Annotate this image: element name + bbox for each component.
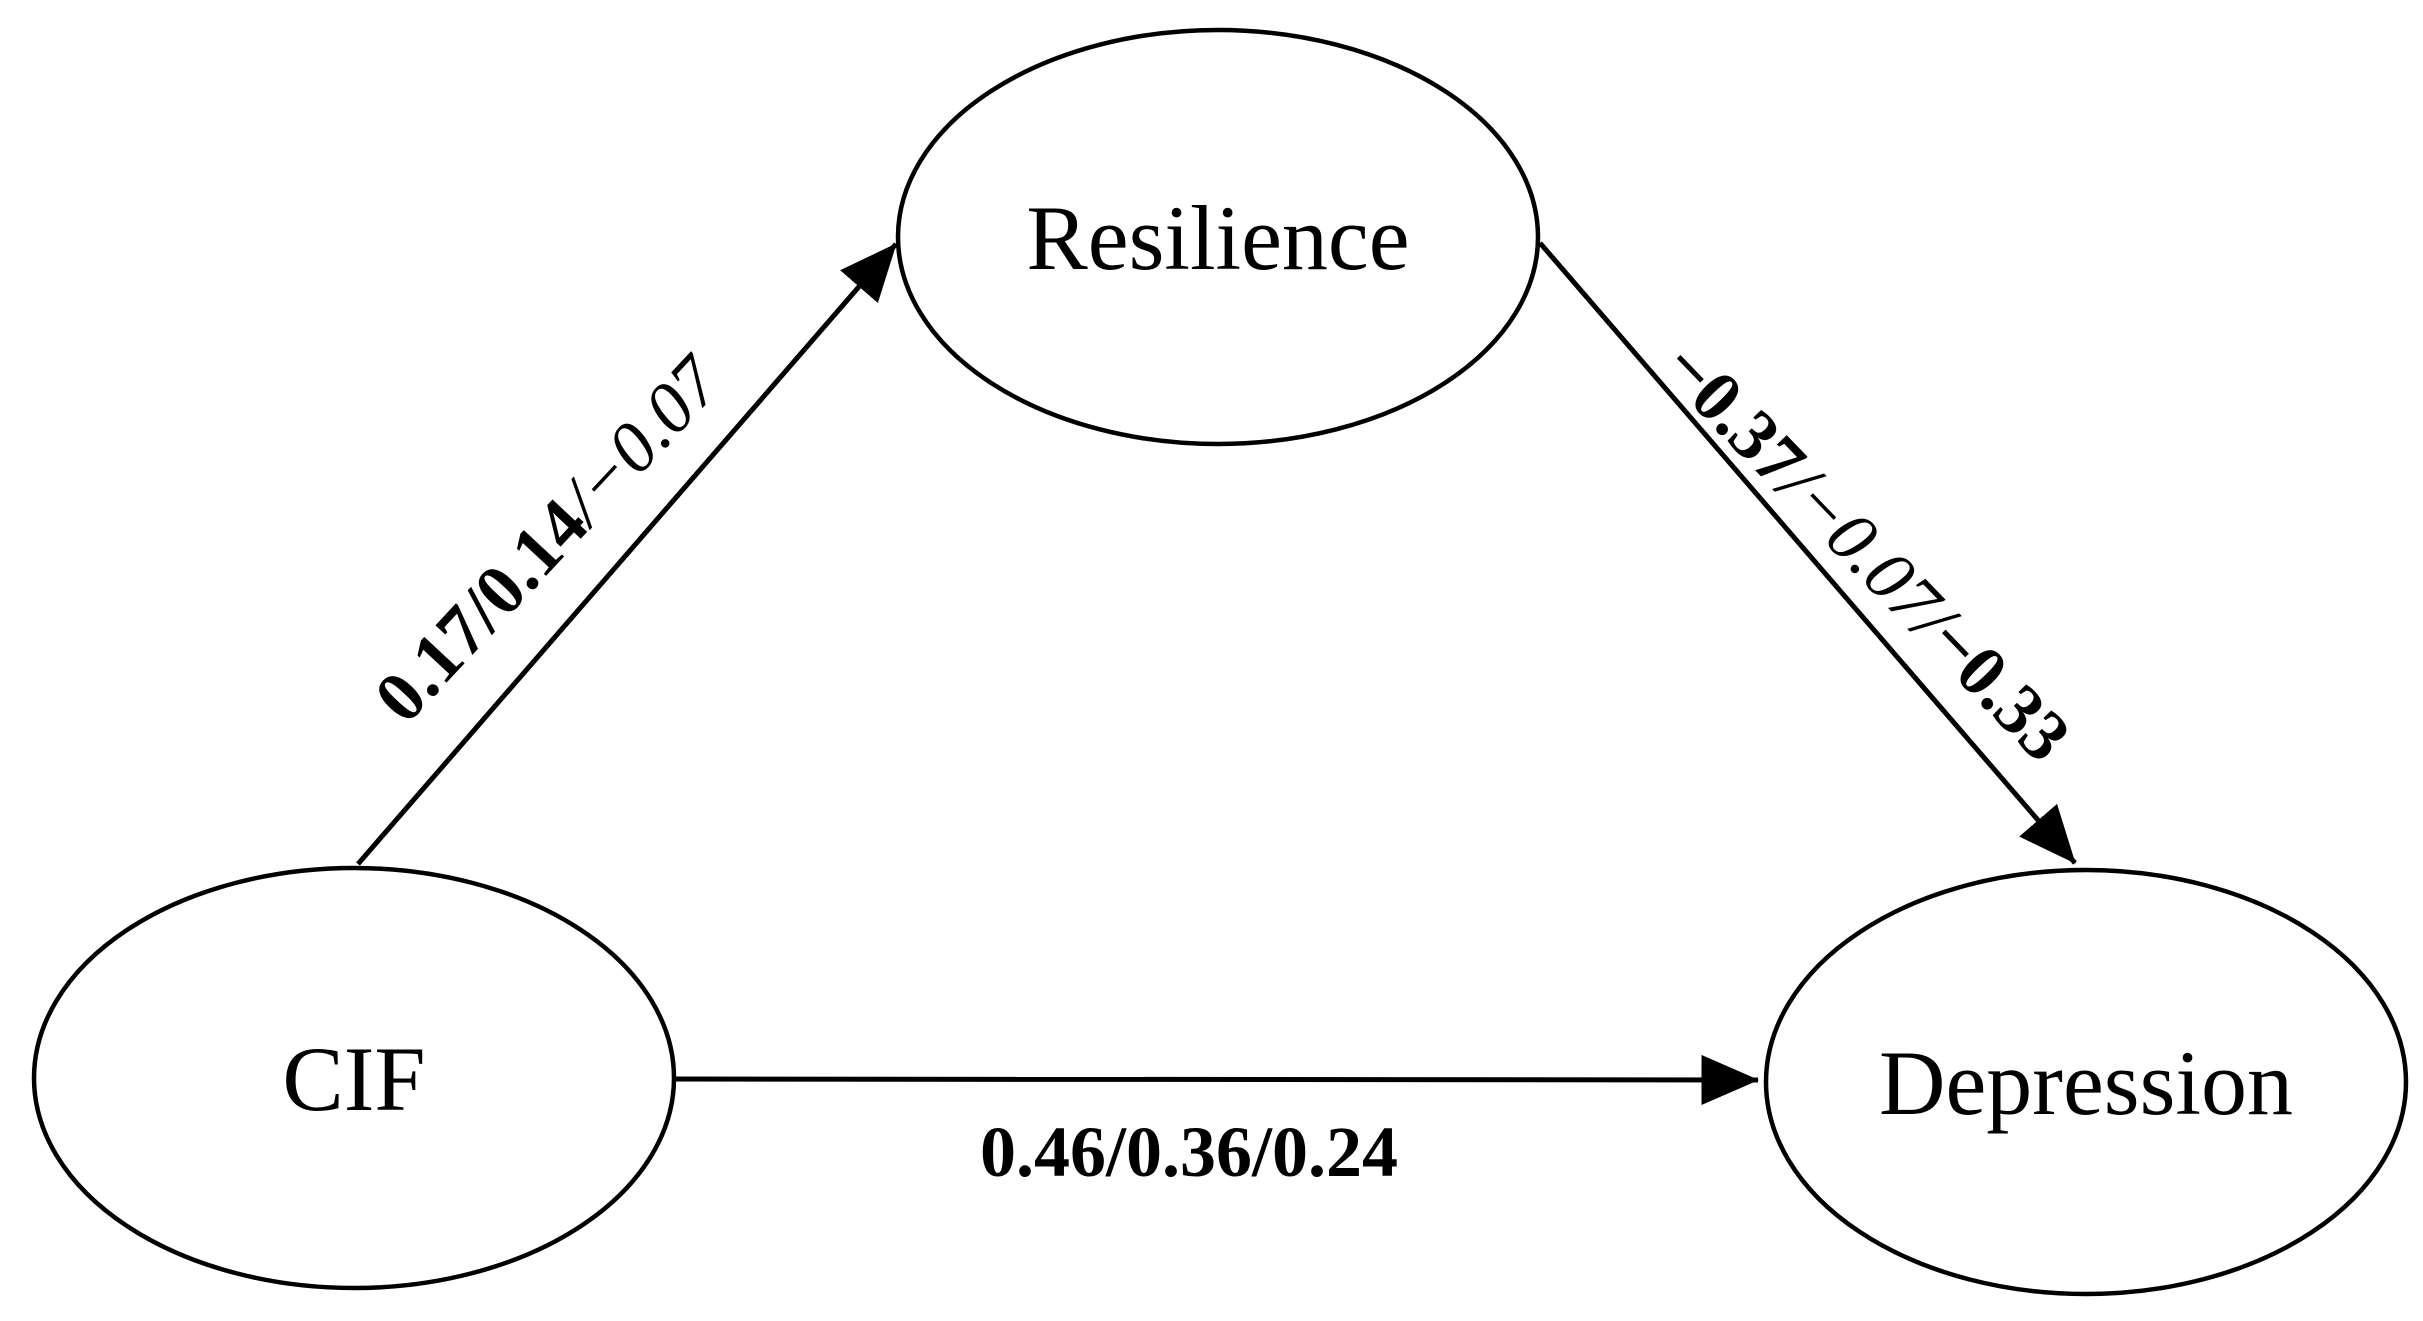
edge-label-cif-to-depression: 0.46/0.36/0.24 [980,1112,1398,1192]
edge-cif-to-depression [675,1054,1759,1105]
node-resilience-label: Resilience [1026,187,1409,289]
node-cif [31,865,677,1291]
edge-label-cif-to-resilience: 0.17/0.14/−0.07 [359,339,738,737]
node-resilience [895,27,1541,447]
edge-resilience-to-depression [1538,241,2077,865]
node-depression-label: Depression [1879,1032,2293,1134]
edge-label-resilience-to-depression: −0.37/−0.07/−0.33 [1647,326,2086,776]
node-depression [1763,867,2409,1297]
edge-label-segment: 0.17/0.14 [359,484,603,737]
edge-cif-to-resilience [356,242,898,866]
node-cif-label: CIF [282,1028,425,1130]
